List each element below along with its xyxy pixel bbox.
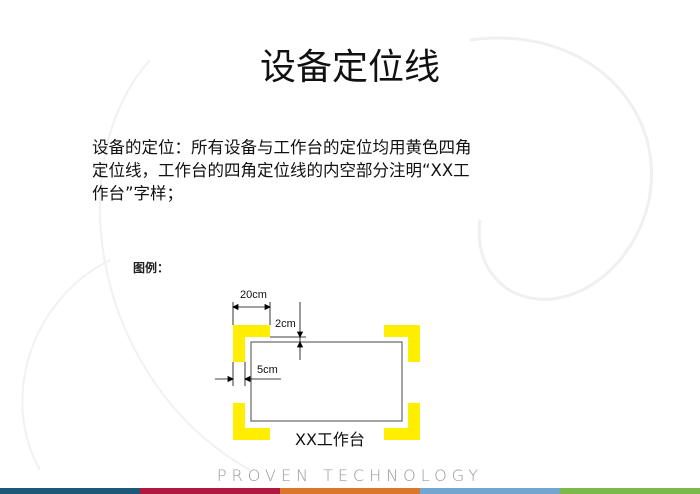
workbench-rectangle bbox=[250, 341, 403, 422]
description-text: 设备的定位：所有设备与工作台的定位均用黄色四角定位线，工作台的四角定位线的内空部… bbox=[92, 138, 472, 203]
bar-segment-2 bbox=[140, 488, 280, 494]
thickness-dimension-label: 5cm bbox=[257, 364, 278, 376]
legend-label: 图例： bbox=[133, 261, 170, 275]
corner-bottom-left bbox=[233, 403, 270, 440]
bar-segment-4 bbox=[420, 488, 560, 494]
corner-bottom-right bbox=[384, 403, 420, 440]
brand-tagline: PROVEN TECHNOLOGY bbox=[216, 466, 484, 485]
corner-top-right bbox=[384, 325, 420, 362]
bar-segment-1 bbox=[0, 488, 140, 494]
bar-segment-5 bbox=[560, 488, 700, 494]
dimension-lines bbox=[215, 302, 306, 386]
footer-color-bar bbox=[0, 488, 700, 494]
bar-segment-3 bbox=[280, 488, 420, 494]
gap-dimension-label: 2cm bbox=[275, 318, 296, 330]
yellow-corner-markers bbox=[233, 325, 420, 440]
page-title: 设备定位线 bbox=[259, 47, 440, 88]
corner-top-left bbox=[233, 325, 270, 362]
width-dimension-label: 20cm bbox=[240, 289, 267, 301]
workbench-caption: XX工作台 bbox=[295, 430, 365, 449]
